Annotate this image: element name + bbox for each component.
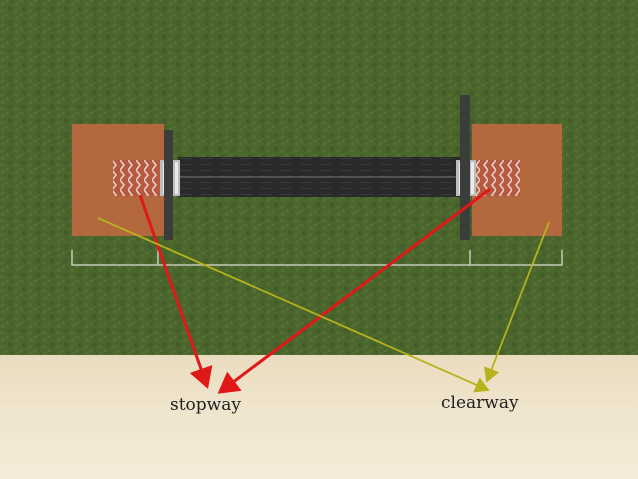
caption-panel [0, 355, 638, 479]
stopway-label: stopway [170, 395, 241, 415]
aerial-runway-photo [0, 0, 638, 355]
clearway-label: clearway [441, 393, 519, 413]
right-stopway-marking [476, 160, 520, 196]
left-stopway-marking [113, 160, 161, 196]
left-road [164, 130, 173, 240]
right-road [460, 95, 470, 240]
